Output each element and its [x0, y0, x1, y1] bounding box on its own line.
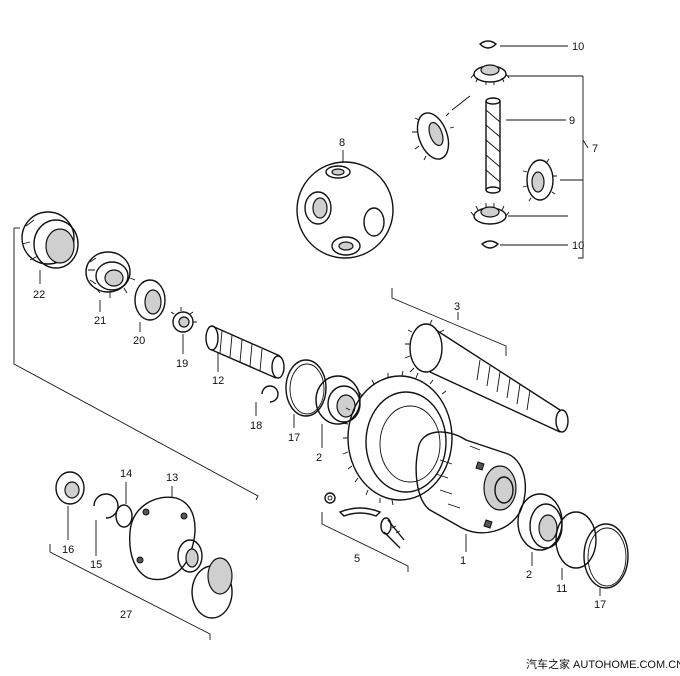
- side-gear-bottom: [470, 203, 510, 225]
- label-2-right: 2: [526, 569, 532, 581]
- bolt-set-5: [321, 492, 409, 572]
- planet-gear-right: [522, 158, 557, 202]
- shim-ring-17-left: [285, 359, 327, 417]
- label-9: 9: [569, 115, 575, 127]
- label-21: 21: [94, 315, 106, 327]
- planet-gear-left: [412, 112, 455, 161]
- label-5: 5: [354, 553, 360, 565]
- sealing-cap-16: [55, 471, 85, 505]
- label-11: 11: [556, 583, 567, 595]
- label-16: 16: [62, 544, 74, 556]
- label-13: 13: [166, 472, 178, 484]
- lock-washer-bottom: [480, 240, 500, 249]
- label-10-bottom: 10: [572, 240, 584, 252]
- shim-ring-11: [555, 511, 597, 569]
- label-15: 15: [90, 559, 102, 571]
- lock-washer-top: [478, 40, 498, 49]
- tapered-bearing-2-right: [517, 493, 563, 551]
- left-shaft-bracket: [13, 227, 259, 501]
- label-2-left: 2: [316, 452, 322, 464]
- nut-19: [170, 307, 197, 333]
- label-14: 14: [120, 468, 132, 480]
- label-leaders: [39, 270, 601, 596]
- watermark: 汽车之家 AUTOHOME.COM.CN: [526, 657, 680, 671]
- callout-labels: 10 9 7 10 8 22 21 20 19 12 18 17 2 3 1 5…: [33, 41, 606, 621]
- label-7: 7: [592, 143, 598, 155]
- gear-set-bracket: [451, 45, 589, 259]
- side-gear-top: [470, 64, 510, 85]
- label-18: 18: [250, 420, 262, 432]
- label-19: 19: [176, 358, 188, 370]
- label-17-left: 17: [288, 432, 300, 444]
- circlip-15: [93, 493, 119, 519]
- circlip-18: [261, 385, 279, 403]
- shim-ring-17-right: [583, 523, 629, 589]
- splined-shaft-12: [205, 325, 285, 379]
- label-1: 1: [460, 555, 466, 567]
- differential-carrier: [415, 431, 527, 534]
- label-3: 3: [454, 301, 460, 313]
- pinion-shaft: [485, 97, 501, 194]
- spacer-ring-20: [134, 279, 166, 321]
- roller-bearing-21: [85, 251, 136, 298]
- label-12: 12: [212, 375, 224, 387]
- label-10-top: 10: [572, 41, 584, 53]
- label-27: 27: [120, 609, 132, 621]
- drive-pinion-shaft: [391, 288, 569, 433]
- crown-wheel: [342, 370, 453, 506]
- flange-group-bracket: [49, 544, 211, 640]
- tapered-bearing-2-left: [315, 375, 361, 425]
- bearing-cup-22: [21, 211, 79, 269]
- label-8: 8: [339, 137, 345, 149]
- differential-housing-sphere: [296, 150, 394, 259]
- label-20: 20: [133, 335, 145, 347]
- drive-flange-13: [129, 496, 233, 619]
- label-22: 22: [33, 289, 45, 301]
- label-17-right: 17: [594, 599, 606, 611]
- spacer-14: [115, 504, 133, 528]
